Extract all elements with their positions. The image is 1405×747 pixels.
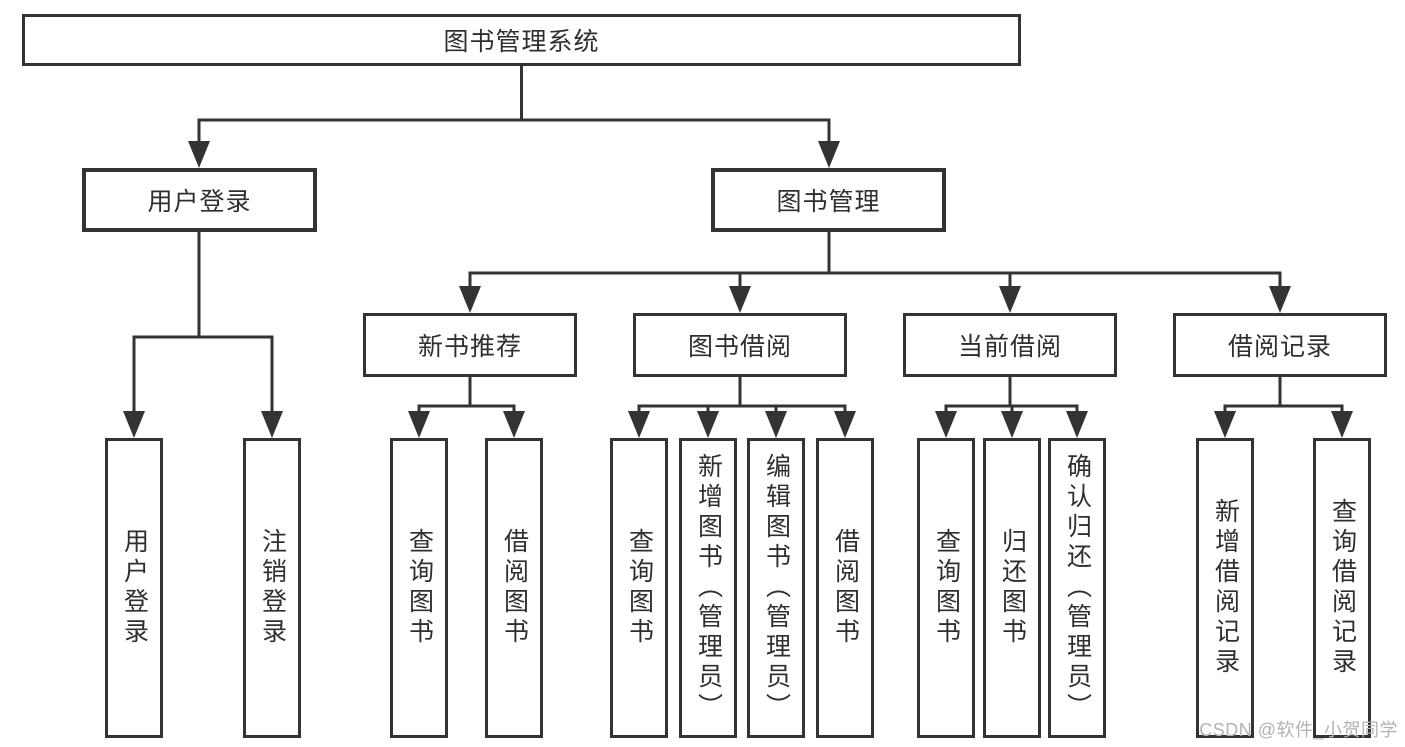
leaf-label: 新增图书（管理员） [694,453,723,723]
leaf-confirm-return-admin: 确认归还（管理员） [1048,438,1106,738]
leaf-label: 借阅图书 [831,528,860,648]
leaf-query-book-3: 查询图书 [917,438,975,738]
node-user-login: 用户登录 [82,168,317,232]
node-book-management: 图书管理 [711,168,946,232]
leaf-label: 查询图书 [625,528,654,648]
arrowheads-user-login-leaves [123,411,283,438]
leaf-label: 查询借阅记录 [1328,498,1357,678]
node-root-library-system: 图书管理系统 [22,14,1021,66]
leaf-borrow-book-2: 借阅图书 [816,438,874,738]
connector-book-mgmt-to-level3 [468,230,1282,287]
connector-current-borrow-to-leaves [944,377,1079,413]
arrowheads-borrow-record-leaves [1214,411,1353,438]
connector-book-borrow-to-leaves [637,377,847,413]
leaf-label: 查询图书 [405,528,434,648]
leaf-add-book-admin: 新增图书（管理员） [679,438,737,738]
connector-user-login-to-leaves [132,232,274,413]
leaf-query-borrow-record: 查询借阅记录 [1313,438,1371,738]
leaf-label: 注销登录 [258,528,287,648]
leaf-label: 编辑图书（管理员） [762,453,791,723]
leaf-label: 查询图书 [932,528,961,648]
node-new-book-recommend: 新书推荐 [363,313,577,377]
leaf-logout: 注销登录 [243,438,301,738]
leaf-query-book-1: 查询图书 [390,438,448,738]
leaf-add-borrow-record: 新增借阅记录 [1196,438,1254,738]
arrowheads-level3 [459,286,1291,313]
leaf-user-login: 用户登录 [105,438,163,738]
arrowheads-current-borrow-leaves [935,411,1088,438]
leaf-edit-book-admin: 编辑图书（管理员） [747,438,805,738]
arrowheads-level2 [188,141,840,168]
leaf-return-book: 归还图书 [983,438,1041,738]
node-book-borrow: 图书借阅 [633,313,847,377]
leaf-query-book-2: 查询图书 [610,438,668,738]
leaf-label: 用户登录 [120,528,149,648]
leaf-label: 归还图书 [998,528,1027,648]
arrowheads-new-book-leaves [408,411,525,438]
node-current-borrow: 当前借阅 [903,313,1117,377]
connector-root-to-level2 [197,64,831,142]
node-borrow-record: 借阅记录 [1173,313,1387,377]
csdn-watermark: CSDN @软件_小贺同学 [1199,720,1398,740]
connector-new-book-to-leaves [417,377,516,413]
leaf-label: 借阅图书 [500,528,529,648]
leaf-borrow-book-1: 借阅图书 [485,438,543,738]
connector-borrow-record-to-leaves [1223,377,1344,413]
leaf-label: 新增借阅记录 [1211,498,1240,678]
leaf-label: 确认归还（管理员） [1063,453,1092,723]
arrowheads-book-borrow-leaves [628,411,856,438]
